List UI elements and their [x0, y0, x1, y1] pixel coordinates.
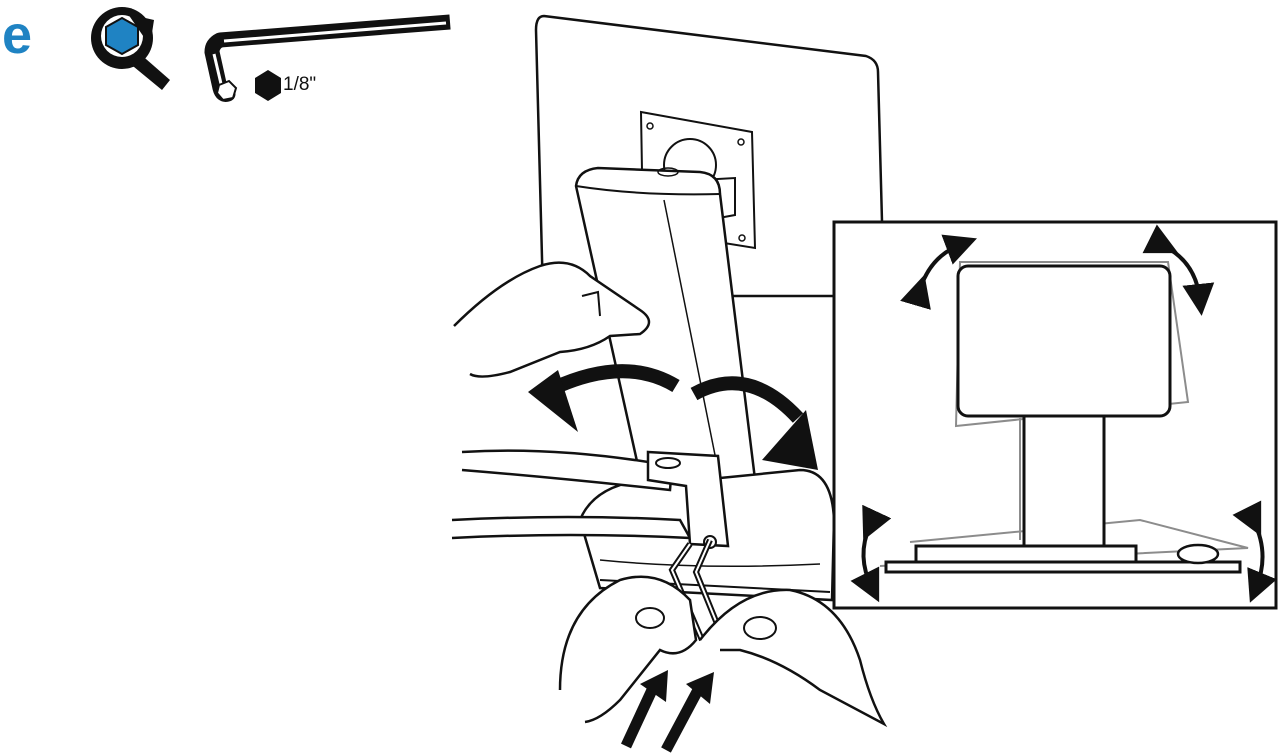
hex-size-label: 1/8" — [283, 75, 316, 95]
hex-size-icon — [255, 70, 281, 101]
push-arrows — [626, 670, 714, 750]
allen-key-icon — [212, 22, 450, 100]
hex-wrench-icon — [91, 7, 170, 90]
inset-tilt-detail — [834, 222, 1276, 608]
